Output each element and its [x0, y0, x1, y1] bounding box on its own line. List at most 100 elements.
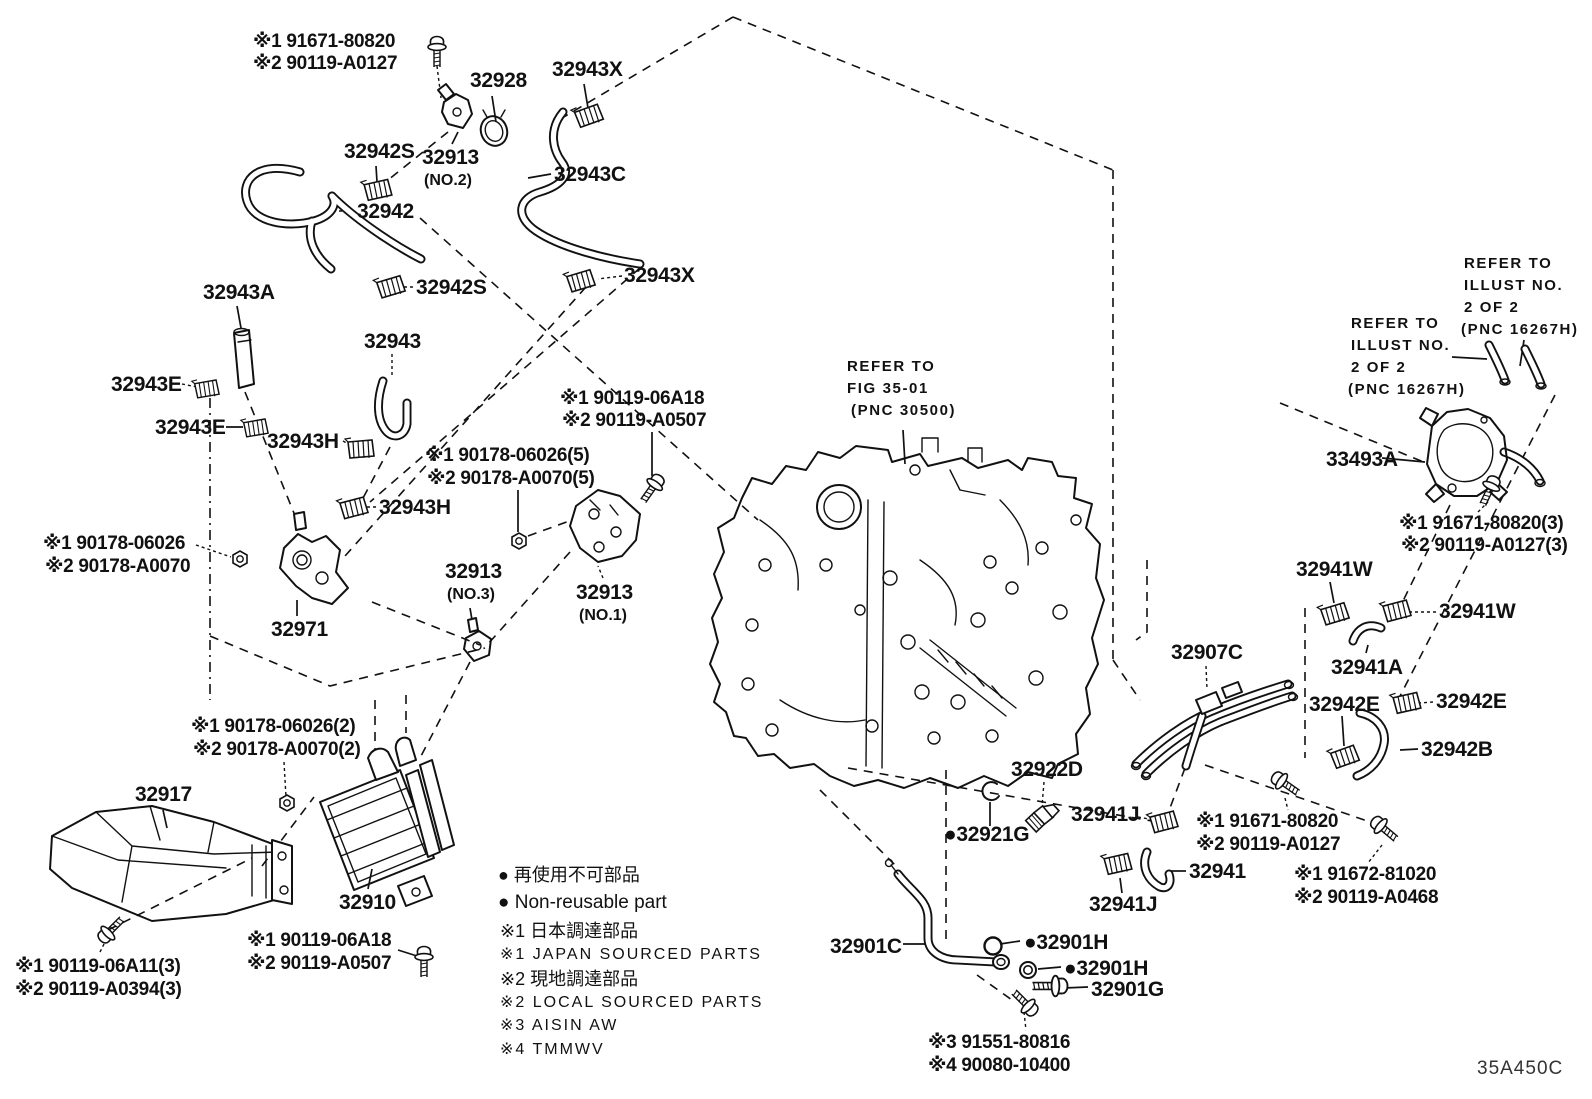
refer-fig-l3: (PNC 30500) — [851, 402, 957, 419]
part-sub-no3: (NO.3) — [447, 586, 495, 603]
part-label-32910: 32910 — [339, 891, 396, 914]
ref-90119-A0127-3-l2: ※2 90119-A0127(3) — [1401, 535, 1568, 556]
part-label-32913-no1: 32913 — [576, 581, 633, 604]
part-label-32928: 32928 — [470, 69, 527, 92]
legend-nonreusable-jp: ● 再使用不可部品 — [498, 865, 640, 885]
part-label-32943E-2: 32943E — [155, 416, 226, 439]
refer-illust-left-l4: (PNC 16267H) — [1348, 381, 1466, 398]
ref-90119-A0468-l2: ※2 90119-A0468 — [1294, 887, 1439, 908]
part-label-32941: 32941 — [1189, 860, 1246, 883]
valve-32971-drawing — [279, 511, 349, 605]
part-label-32901C: 32901C — [830, 935, 902, 958]
refer-illust-right-l4: (PNC 16267H) — [1461, 321, 1579, 338]
hose-32941 — [1140, 847, 1175, 893]
clamp-32928-drawing — [479, 109, 509, 147]
ref-90119-06A18-a-l1: ※1 90119-06A18 — [560, 388, 705, 409]
ref-90080-10400-l2: ※4 90080-10400 — [928, 1055, 1071, 1076]
legend-1-jp: ※1 日本調達部品 — [500, 921, 639, 941]
part-label-32942: 32942 — [357, 200, 414, 223]
part-label-32941W-left: 32941W — [1296, 558, 1373, 581]
ref-90119-06A11-3-l1: ※1 90119-06A11(3) — [15, 956, 181, 977]
group-leader-lines — [99, 83, 1525, 1031]
part-label-32971: 32971 — [271, 618, 328, 641]
part-label-32913-no3: 32913 — [445, 560, 502, 583]
hose-32943 — [374, 376, 412, 441]
part-label-32943X-top: 32943X — [552, 58, 623, 81]
legend-2-jp: ※2 現地調達部品 — [500, 969, 639, 989]
ref-91551-80816-l1: ※3 91551-80816 — [928, 1032, 1071, 1053]
pipe-stubs-16267H — [1484, 340, 1547, 390]
air-duct-drawing — [49, 805, 293, 922]
refer-illust-right-l1: REFER TO — [1464, 255, 1553, 272]
ref-90119-A0507-a-l2: ※2 90119-A0507 — [562, 410, 707, 431]
ref-90178-A0070-5-l2: ※2 90178-A0070(5) — [427, 468, 595, 489]
part-label-32941J-1: 32941J — [1071, 803, 1140, 826]
tube-assy-32907C-drawing — [1130, 679, 1299, 781]
figure-code: 35A450C — [1477, 1058, 1564, 1079]
legend-3: ※3 AISIN AW — [500, 1017, 619, 1034]
group-dashed-lines — [107, 16, 1556, 1001]
part-label-32901G: 32901G — [1091, 978, 1164, 1001]
hose-32941A — [1348, 621, 1386, 646]
part-label-32921G: ●32921G — [944, 823, 1030, 846]
ref-90178-A0070-l2: ※2 90178-A0070 — [45, 556, 191, 577]
ref-90119-A0394-3-l2: ※2 90119-A0394(3) — [15, 979, 182, 1000]
ref-90119-06A18-b-l1: ※1 90119-06A18 — [247, 930, 392, 951]
refer-illust-left-l1: REFER TO — [1351, 315, 1440, 332]
part-label-32917: 32917 — [135, 783, 192, 806]
refer-fig-l2: FIG 35-01 — [847, 380, 929, 397]
ref-90119-A0507-b-l2: ※2 90119-A0507 — [247, 953, 392, 974]
part-label-32922D: 32922D — [1011, 758, 1083, 781]
refer-illust-right-l2: ILLUST NO. — [1464, 277, 1564, 294]
hose-32942 — [241, 163, 426, 274]
part-label-32913-no2: 32913 — [422, 146, 479, 169]
ref-90119-A0127-top-l2: ※2 90119-A0127 — [253, 53, 398, 74]
ref-90178-06026-l1: ※1 90178-06026 — [43, 533, 186, 554]
legend-4: ※4 TMMWV — [500, 1041, 605, 1058]
refer-illust-right-l3: 2 OF 2 — [1464, 299, 1520, 316]
part-label-32942B: 32942B — [1421, 738, 1493, 761]
ref-90178-06026-5-l1: ※1 90178-06026(5) — [425, 445, 590, 466]
tube-32901C-drawing — [884, 858, 1010, 970]
part-label-32942E-right: 32942E — [1436, 690, 1507, 713]
part-label-33493A: 33493A — [1326, 448, 1398, 471]
ref-91671-80820-top-l1: ※1 91671-80820 — [253, 31, 396, 52]
part-label-32943A: 32943A — [203, 281, 275, 304]
hose-32942B — [1352, 708, 1389, 781]
part-label-32942S-top: 32942S — [344, 140, 415, 163]
part-label-32942S-mid: 32942S — [416, 276, 487, 299]
part-label-32907C: 32907C — [1171, 641, 1243, 664]
part-label-32901H-1: ●32901H — [1024, 931, 1109, 954]
legend-2-en: ※2 LOCAL SOURCED PARTS — [500, 994, 764, 1011]
ref-90119-A0127-mid-l2: ※2 90119-A0127 — [1196, 834, 1341, 855]
legend-1-en: ※1 JAPAN SOURCED PARTS — [500, 946, 762, 963]
part-label-32941W-right: 32941W — [1439, 600, 1516, 623]
part-sub-no1: (NO.1) — [579, 607, 627, 624]
hose-32943C — [517, 107, 645, 269]
part-label-32943X-mid: 32943X — [624, 264, 695, 287]
icons — [93, 35, 1505, 1021]
bracket-32913-no3-drawing — [463, 617, 492, 662]
ref-91671-80820-3-l1: ※1 91671-80820(3) — [1399, 513, 1564, 534]
part-label-32941J-2: 32941J — [1089, 893, 1158, 916]
bracket-32913-no2-drawing — [437, 83, 473, 129]
oil-cooler-drawing — [319, 736, 455, 907]
part-label-32943H-2: 32943H — [379, 496, 451, 519]
ref-91672-81020-l1: ※1 91672-81020 — [1294, 864, 1437, 885]
refer-fig-l1: REFER TO — [847, 358, 936, 375]
part-label-32942E-left: 32942E — [1309, 693, 1380, 716]
transmission-drawing — [709, 437, 1105, 789]
part-label-32941A: 32941A — [1331, 656, 1403, 679]
refer-illust-left-l3: 2 OF 2 — [1351, 359, 1407, 376]
part-label-32943: 32943 — [364, 330, 421, 353]
bracket-32913-no1-drawing — [569, 489, 641, 563]
refer-illust-left-l2: ILLUST NO. — [1351, 337, 1451, 354]
part-sub-no2: (NO.2) — [424, 172, 472, 189]
legend-nonreusable-en: ● Non-reusable part — [498, 892, 667, 913]
ref-91671-80820-mid-l1: ※1 91671-80820 — [1196, 811, 1339, 832]
part-label-32943C: 32943C — [554, 163, 626, 186]
tube-32943A-drawing — [233, 327, 255, 389]
